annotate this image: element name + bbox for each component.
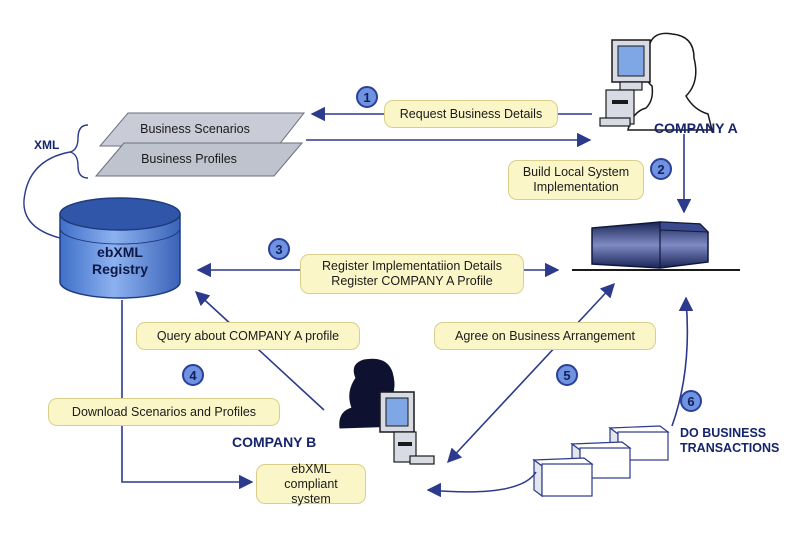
build-line2: Implementation [533, 180, 619, 194]
step-badge-2: 2 [650, 158, 672, 180]
registry-line2: Registry [91, 261, 149, 277]
register-line1: Register Implementatiion Details [322, 259, 502, 273]
xml-connector [23, 151, 71, 239]
transaction-boxes [532, 425, 670, 498]
registry-line1: ebXML [97, 244, 143, 260]
register-line2: Register COMPANY A Profile [331, 274, 493, 288]
xml-label: XML [34, 138, 60, 152]
do-line2: TRANSACTIONS [680, 441, 780, 455]
arrow-transactions [427, 299, 689, 493]
step-badge-4: 4 [182, 364, 204, 386]
label-register: Register Implementatiion Details Registe… [300, 254, 524, 294]
compliant-line2: system [291, 491, 331, 506]
company-a-workstation [599, 32, 713, 131]
label-compliant-system: ebXML compliant system [256, 461, 366, 506]
compliant-line1: ebXML compliant [284, 461, 338, 491]
registry-label: ebXML Registry [72, 244, 168, 278]
step-badge-5: 5 [556, 364, 578, 386]
company-a-building [572, 221, 740, 271]
company-b-workstation [339, 358, 435, 465]
label-download: Download Scenarios and Profiles [48, 398, 280, 426]
do-line1: DO BUSINESS [680, 426, 767, 440]
step-badge-1: 1 [356, 86, 378, 108]
arrow-download [121, 300, 254, 490]
business-scenarios-label: Business Scenarios [140, 122, 250, 136]
label-query-profile: Query about COMPANY A profile [136, 322, 360, 350]
company-a-label: COMPANY A [654, 120, 738, 136]
label-agree: Agree on Business Arrangement [434, 322, 656, 350]
business-profiles-label: Business Profiles [141, 152, 237, 166]
label-build-system: Build Local System Implementation [508, 160, 644, 200]
registry-cylinder [59, 197, 181, 299]
arrow-query [194, 291, 325, 411]
xml-brace [69, 124, 89, 179]
step-badge-3: 3 [268, 238, 290, 260]
step-badge-6: 6 [680, 390, 702, 412]
label-request-details: Request Business Details [384, 100, 558, 128]
business-sheets [94, 112, 306, 177]
arrow-agree [447, 282, 615, 464]
build-line1: Build Local System [522, 165, 630, 179]
company-b-label: COMPANY B [232, 434, 317, 450]
do-business-label: DO BUSINESS TRANSACTIONS [680, 426, 779, 456]
